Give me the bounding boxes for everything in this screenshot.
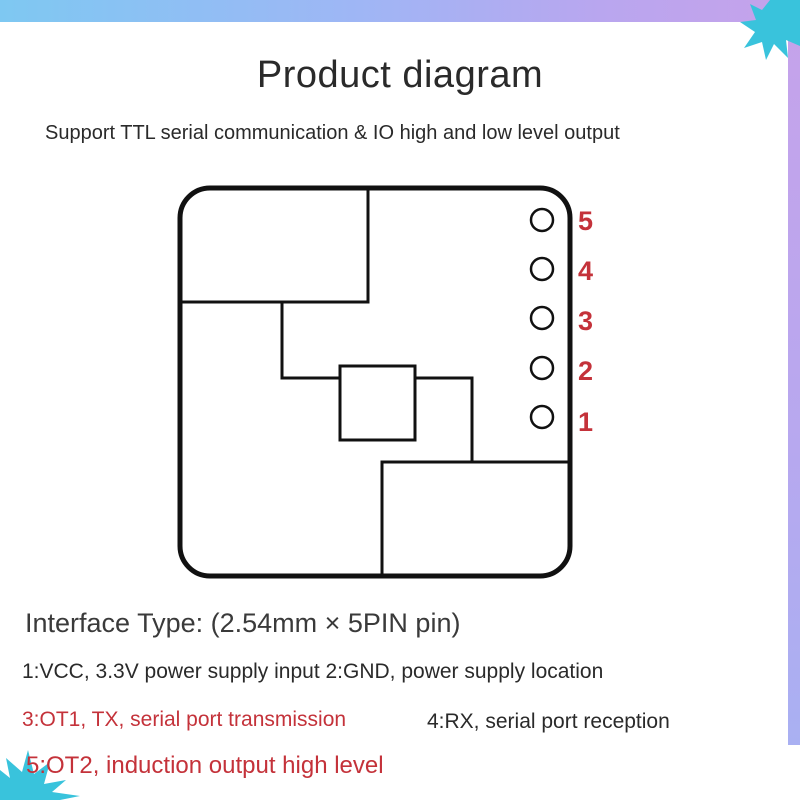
paint-splash-icon — [0, 750, 80, 800]
module-outline — [177, 185, 573, 579]
page-subtitle: Support TTL serial communication & IO hi… — [45, 122, 620, 144]
pin-label-3: 3 — [578, 306, 593, 336]
pin-3-description: 3:OT1, TX, serial port transmission — [22, 708, 347, 731]
left-trace — [280, 302, 340, 380]
top-left-block — [180, 188, 370, 304]
pin-label-5: 5 — [578, 206, 593, 236]
decorative-frame-right — [788, 0, 800, 745]
pin-4-description: 4:RX, serial port reception — [427, 710, 670, 733]
pin-5-description: 5:OT2, induction output high level — [26, 752, 384, 779]
pin-hole-2 — [529, 355, 555, 381]
pin-label-2: 2 — [578, 356, 593, 386]
pin-hole-3 — [529, 305, 555, 331]
pin-hole-4 — [529, 256, 555, 282]
pin-label-4: 4 — [578, 256, 593, 286]
decorative-frame-top — [0, 0, 800, 22]
pin-hole-1 — [529, 404, 555, 430]
interface-type-text: Interface Type: (2.54mm × 5PIN pin) — [25, 608, 461, 638]
bottom-right-block — [380, 460, 472, 576]
right-trace — [415, 376, 570, 464]
pin-1-2-description: 1:VCC, 3.3V power supply input 2:GND, po… — [22, 660, 604, 683]
center-chip — [338, 364, 417, 442]
paint-splash-icon — [740, 0, 800, 60]
page-title: Product diagram — [256, 54, 544, 96]
pin-hole-5 — [529, 207, 555, 233]
module-diagram: 5 4 3 2 1 — [177, 185, 593, 579]
pin-label-1: 1 — [578, 407, 593, 437]
